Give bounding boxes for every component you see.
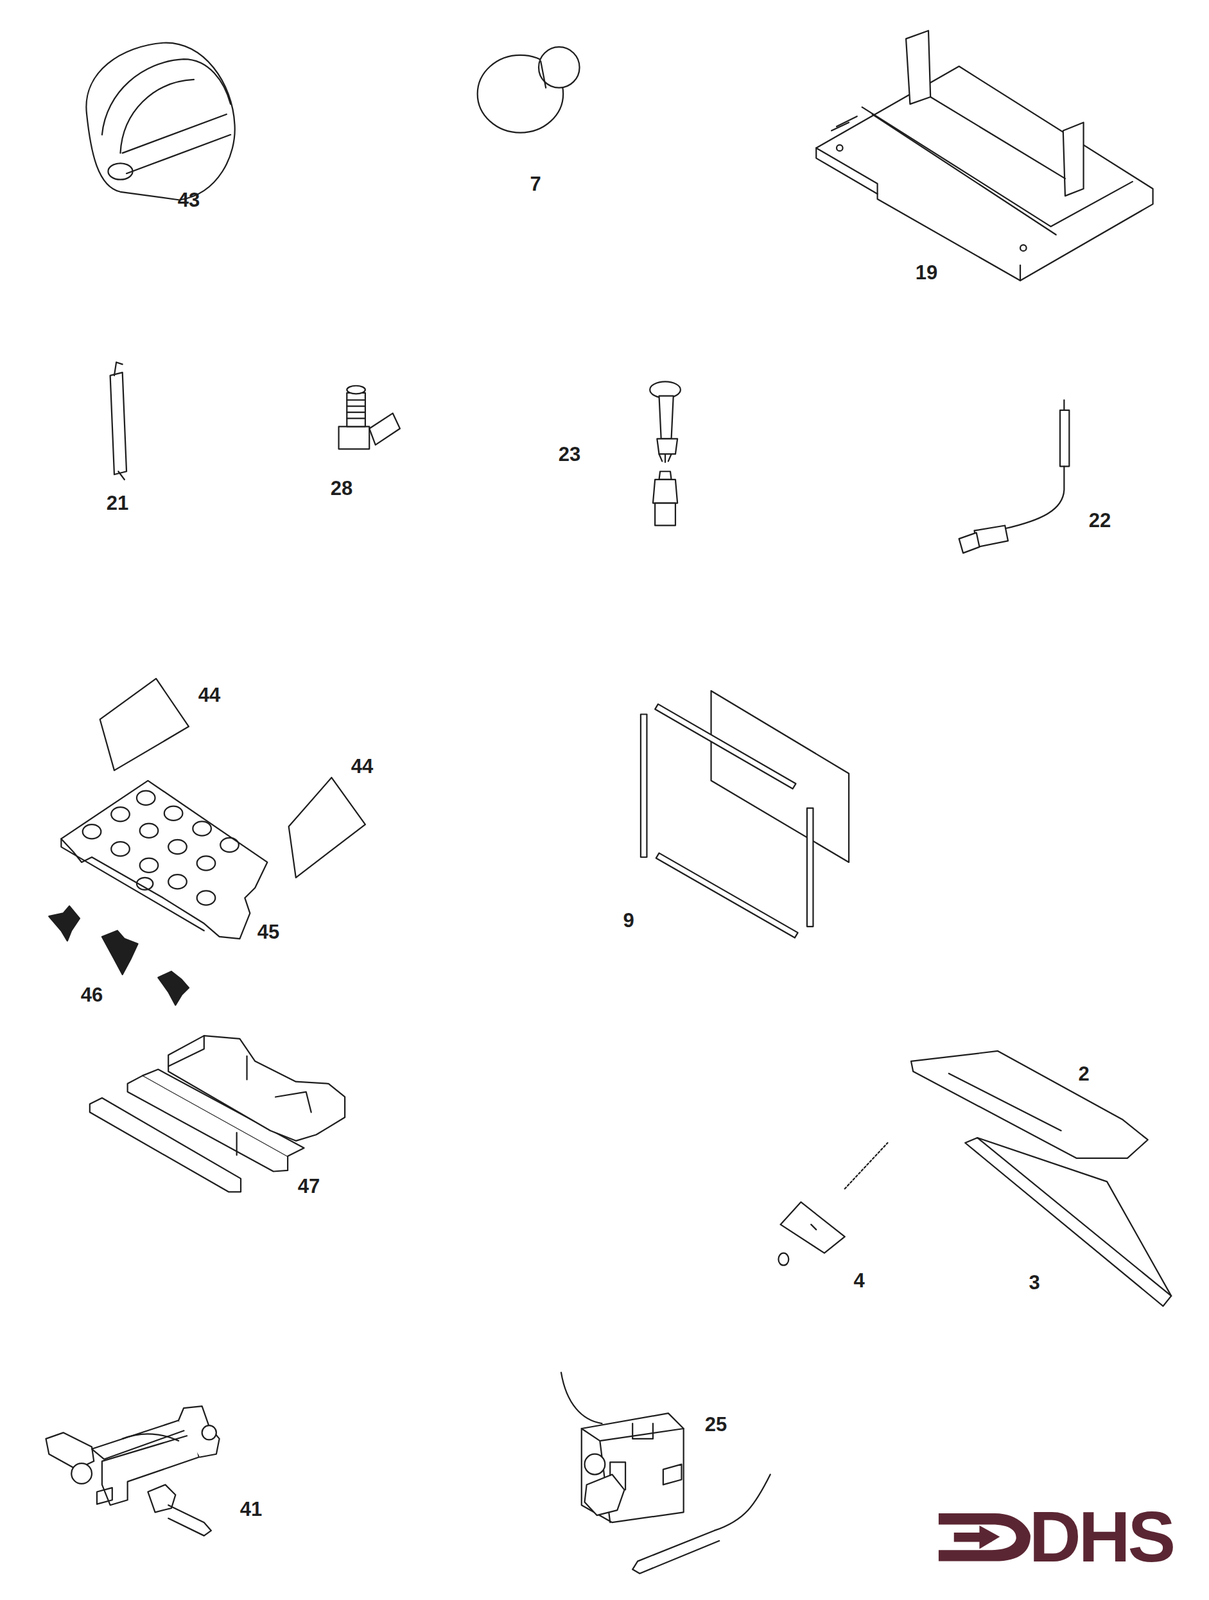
callout-number: 47 [297,1176,320,1197]
callout-number: 22 [1088,510,1111,531]
spring-bracket [778,1142,888,1266]
logo-symbol [938,1513,1031,1562]
ember-grate [60,780,268,939]
callout-number: 19 [915,262,938,283]
callout-number: 46 [80,984,103,1005]
callout-number: 45 [257,921,280,942]
callout-number: 44 [351,756,374,777]
glass-gasket-set [640,690,849,939]
callout-number: 28 [330,478,353,499]
elbow-fitting [339,385,401,450]
callout-number: 41 [240,1499,262,1520]
gas-valve [561,1372,771,1574]
callout-number: 23 [558,444,581,465]
callout-number: 9 [622,910,634,931]
valve-manifold [46,1406,220,1536]
ember-pieces [48,905,189,1005]
callout-number: 25 [704,1414,727,1435]
callout-number: 21 [106,493,129,514]
callout-number: 43 [177,190,200,210]
logo-text: DHS [1029,1501,1174,1574]
door-knob [477,46,580,133]
control-knob [86,43,235,201]
log-set [89,1035,345,1192]
pilot-assembly [649,381,681,526]
burner-bracket [816,30,1153,281]
callout-number: 3 [1028,1272,1040,1293]
callout-number: 2 [1078,1063,1089,1084]
callout-number: 4 [853,1270,865,1291]
callout-number: 7 [529,173,541,194]
callout-number: 44 [198,685,221,705]
door-panels [911,1051,1172,1306]
thermocouple [959,400,1070,553]
igniter-strip [110,362,127,480]
